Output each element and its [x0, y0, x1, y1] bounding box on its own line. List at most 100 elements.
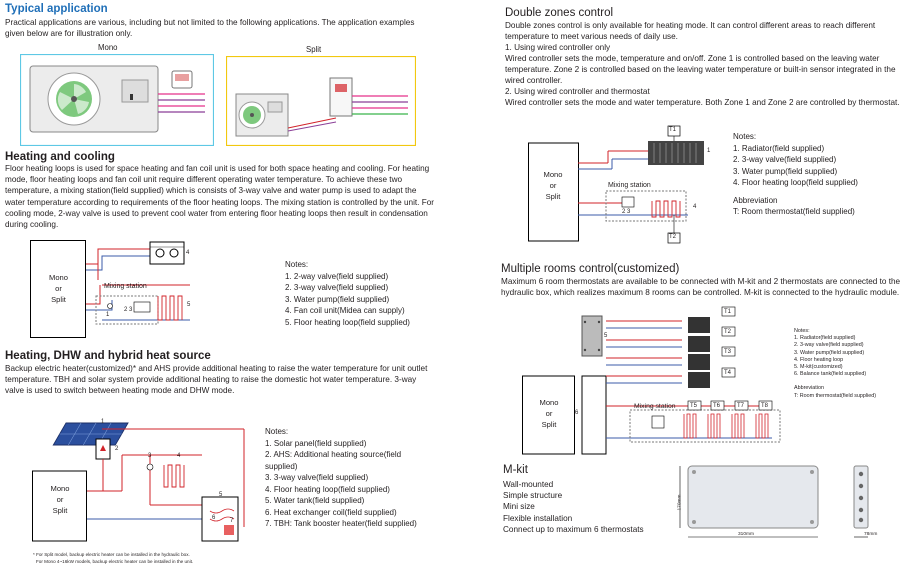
mr-t7: T7 [737, 403, 745, 409]
heating-cooling-body: Floor heating loops is used for space he… [5, 164, 435, 230]
hc-notes: Notes: 1. 2-way valve(field supplied) 2.… [285, 259, 410, 328]
dz-num-23: 2 3 [622, 209, 631, 215]
double-zones-item2: 2. Using wired controller and thermostat [505, 87, 650, 96]
mr-t5: T5 [690, 403, 698, 409]
dhw-num-1: 1 [101, 419, 105, 425]
dhw-notes-title: Notes: [265, 427, 289, 436]
hc-note-1: 1. 2-way valve(field supplied) [285, 271, 389, 281]
dhw-unit-label-3: Split [52, 506, 68, 515]
dz-mixing-station-label: Mixing station [608, 182, 651, 189]
dz-note-1: 1. Radiator(field supplied) [733, 143, 825, 153]
dz-num-1: 1 [707, 148, 711, 154]
double-zones-body: Double zones control is only available f… [505, 21, 876, 42]
mkit-title: M-kit [503, 464, 528, 476]
dz-note-4: 4. Floor heating loop(field supplied) [733, 178, 858, 187]
double-zones-title: Double zones control [505, 7, 614, 19]
mkit-width-label: 310mm [738, 532, 754, 537]
typical-application-intro: Practical applications are various, incl… [5, 18, 415, 39]
heating-cooling-diagram [30, 240, 190, 338]
mr-note-5: 5. M-kit(customized) [794, 364, 843, 371]
hc-note-3: 3. Water pump(field supplied) [285, 294, 390, 304]
mkit-feature-2: Simple structure [503, 491, 563, 501]
mono-label: Mono [98, 43, 118, 52]
dz-note-2: 2. 3-way valve(field supplied) [733, 155, 837, 164]
hc-num-5: 5 [187, 302, 191, 308]
mr-note-4: 4. Floor heating loop [794, 356, 844, 363]
dhw-body: Backup electric heater(customized)* and … [5, 364, 428, 396]
mkit-depth-label: 78mm [864, 532, 878, 537]
hc-note-5: 5. Floor heating loop(field supplied) [285, 317, 410, 327]
hc-unit-label-3: Split [51, 295, 66, 304]
mr-abbr-title: Abbreviation [794, 385, 824, 392]
mr-note-2: 2. 3-way valve(field supplied) [794, 342, 864, 349]
hc-num-4: 4 [186, 250, 190, 256]
mr-unit-label-2: or [545, 409, 553, 418]
dz-abbr-title: Abbreviation [733, 195, 778, 205]
mr-t3: T3 [724, 349, 732, 355]
dz-num-4: 4 [693, 204, 697, 210]
dz-notes: Notes: 1. Radiator(field supplied) 2. 3-… [733, 131, 858, 218]
split-illustration [226, 56, 416, 146]
split-label: Split [306, 45, 322, 54]
dz-unit-label-2: or [549, 181, 557, 190]
mkit-height-label: 170mm [677, 494, 683, 511]
mr-mixing-station-label: Mixing station [634, 403, 676, 410]
dhw-note-1: 1. Solar panel(field supplied) [265, 438, 367, 448]
dhw-num-6: 6 [212, 515, 216, 521]
mr-t8: T8 [761, 403, 769, 409]
mr-note-3: 3. Water pump(field supplied) [794, 349, 865, 356]
multiple-rooms-body: Maximum 6 room thermostats are available… [501, 277, 901, 298]
mr-note-6: 6. Balance tank(field supplied) [794, 371, 867, 378]
dz-unit-label-1: Mono [543, 170, 563, 179]
hc-note-2: 2. 3-way valve(field supplied) [285, 283, 389, 292]
dhw-unit-label-2: or [56, 495, 64, 504]
hc-num-23: 2 3 [124, 307, 133, 313]
typical-application-title: Typical application [5, 3, 108, 15]
mkit-drawing [679, 465, 869, 538]
mr-t6: T6 [713, 403, 721, 409]
mono-illustration [20, 54, 214, 146]
hc-num-1: 1 [106, 312, 110, 318]
dz-unit-label-3: Split [545, 192, 561, 201]
dz-t2-label: T2 [669, 234, 677, 240]
dhw-diagram [32, 422, 245, 542]
double-zones-item2-desc: Wired controller sets the mode and water… [505, 98, 900, 107]
hc-unit-label-1: Mono [49, 273, 68, 282]
dhw-footnote-1: * For Split model, backup electric heate… [33, 552, 190, 557]
mr-unit-label-3: Split [541, 420, 557, 429]
dhw-note-5: 5. Water tank(field supplied) [265, 496, 365, 505]
dz-abbr: T: Room thermostat(field supplied) [733, 207, 855, 216]
mr-num-5: 5 [604, 333, 608, 339]
dz-t1-label: T1 [669, 127, 677, 133]
dhw-note-2: 2. AHS: Additional heating source(field … [265, 450, 402, 471]
dhw-num-7: 7 [230, 518, 234, 524]
dhw-notes: Notes: 1. Solar panel(field supplied) 2.… [265, 426, 435, 530]
mkit-features: Wall-mounted Simple structure Mini size … [503, 479, 644, 535]
mr-notes-title: Notes: [794, 328, 810, 334]
multiple-rooms-title: Multiple rooms control(customized) [501, 263, 680, 275]
dz-notes-title: Notes: [733, 132, 757, 141]
mkit-feature-5: Connect up to maximum 6 thermostats [503, 524, 644, 534]
mr-t4: T4 [724, 370, 732, 376]
mr-t1: T1 [724, 309, 732, 315]
hc-note-4: 4. Fan coil unit(Midea can supply) [285, 306, 405, 315]
dhw-title: Heating, DHW and hybrid heat source [5, 350, 211, 362]
dhw-footnote-2: For Mono 4~16kW models, backup electric … [36, 559, 194, 564]
dhw-num-5: 5 [219, 492, 223, 498]
mkit-feature-3: Mini size [503, 502, 535, 512]
dhw-note-3: 3. 3-way valve(field supplied) [265, 473, 369, 482]
double-zones-diagram [528, 125, 704, 244]
dhw-note-7: 7. TBH: Tank booster heater(field suppli… [265, 519, 417, 528]
double-zones-item1-desc: Wired controller sets the mode, temperat… [505, 54, 896, 86]
dhw-num-4: 4 [177, 453, 181, 459]
dz-note-3: 3. Water pump(field supplied) [733, 166, 838, 176]
mkit-feature-1: Wall-mounted [503, 480, 554, 489]
hc-unit-label-2: or [55, 284, 62, 293]
mr-unit-label-1: Mono [539, 398, 559, 407]
mr-t2: T2 [724, 329, 732, 335]
mr-note-1: 1. Radiator(field supplied) [794, 335, 856, 342]
multiple-rooms-diagram [522, 306, 781, 455]
dhw-num-3: 3 [148, 453, 152, 459]
hc-notes-title: Notes: [285, 260, 309, 269]
mr-notes: Notes: 1. Radiator(field supplied) 2. 3-… [794, 328, 876, 400]
